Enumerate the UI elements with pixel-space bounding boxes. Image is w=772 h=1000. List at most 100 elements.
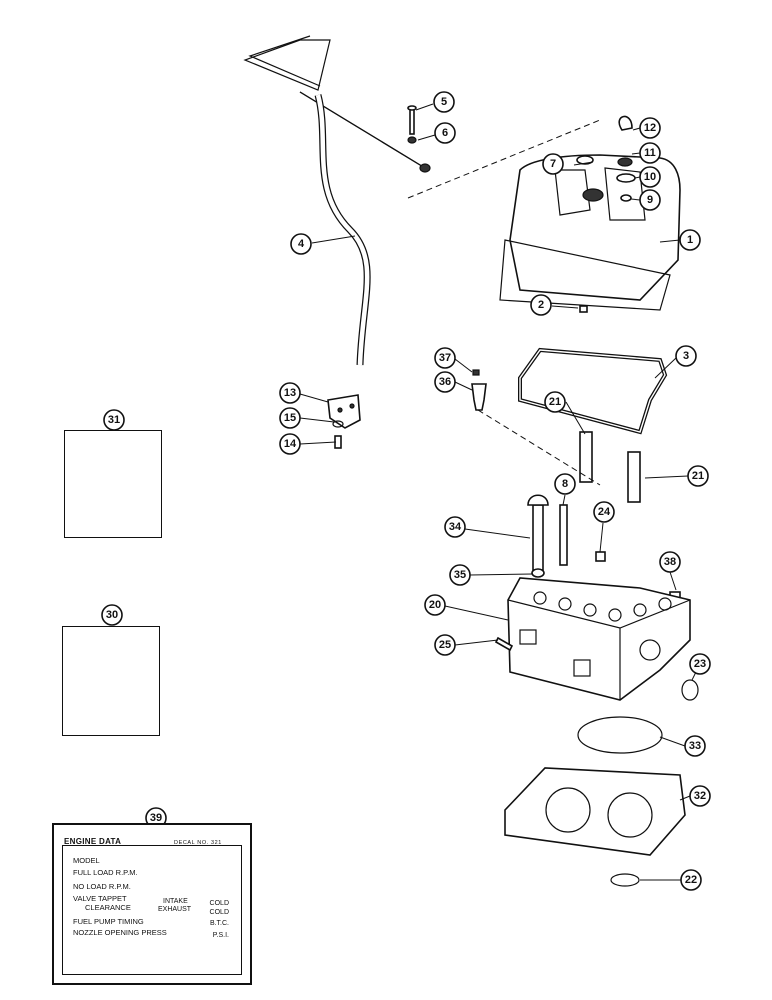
nut-24 (595, 551, 606, 562)
svg-text:31: 31 (108, 414, 120, 426)
callout-32: 32 (689, 785, 711, 807)
ring-22 (610, 873, 640, 887)
callout-21b: 21 (687, 465, 709, 487)
sleeve-21a (579, 431, 593, 483)
callout-35: 35 (449, 564, 471, 586)
svg-text:15: 15 (284, 412, 296, 424)
callout-13: 13 (279, 382, 301, 404)
callout-24: 24 (593, 501, 615, 523)
decal-cold-1: COLD (209, 900, 229, 907)
decal-title: ENGINE DATA (64, 837, 122, 846)
svg-text:21: 21 (549, 396, 561, 408)
seal-9 (620, 194, 632, 202)
washer-35 (531, 568, 545, 578)
nut-11 (617, 157, 633, 167)
callout-30: 30 (101, 604, 123, 626)
svg-text:39: 39 (150, 812, 162, 824)
decal-inner-frame: MODEL FULL LOAD R.P.M. NO LOAD R.P.M. VA… (62, 845, 242, 975)
decal-cold-2: COLD (209, 909, 229, 916)
stud-8 (559, 504, 568, 566)
callout-11: 11 (639, 142, 661, 164)
svg-text:1: 1 (687, 234, 693, 246)
svg-text:8: 8 (562, 478, 568, 490)
callout-36: 36 (434, 371, 456, 393)
decal-number: DECAL NO. 321 (174, 840, 222, 846)
o-ring-33 (577, 716, 663, 754)
callout-4: 4 (290, 233, 312, 255)
callout-37: 37 (434, 347, 456, 369)
dashed-guide-1 (407, 119, 601, 199)
dashed-guide-2 (477, 409, 601, 486)
svg-text:23: 23 (694, 658, 706, 670)
svg-text:24: 24 (598, 506, 611, 518)
bracket-assembly (327, 394, 361, 449)
svg-text:21: 21 (692, 470, 704, 482)
callout-1: 1 (679, 229, 701, 251)
lift-ring-12 (618, 115, 633, 131)
svg-text:38: 38 (664, 556, 676, 568)
svg-text:37: 37 (439, 352, 451, 364)
callout-20: 20 (424, 594, 446, 616)
decal-fuel-pump: FUEL PUMP TIMING (73, 917, 144, 926)
svg-text:9: 9 (647, 194, 653, 206)
washer-7 (576, 155, 594, 165)
svg-text:25: 25 (439, 639, 451, 651)
svg-text:33: 33 (689, 740, 701, 752)
kit-box-30 (62, 626, 160, 736)
callout-15: 15 (279, 407, 301, 429)
callout-31: 31 (103, 409, 125, 431)
decal-intake: INTAKE (163, 898, 188, 905)
svg-text:11: 11 (644, 147, 656, 159)
callout-25: 25 (434, 634, 456, 656)
svg-text:5: 5 (441, 96, 447, 108)
valve-cover-gasket (518, 347, 668, 435)
decal-clearance: CLEARANCE (85, 903, 131, 912)
callout-8: 8 (554, 473, 576, 495)
callout-2: 2 (530, 294, 552, 316)
engine-data-decal: ENGINE DATA DECAL NO. 321 MODEL FULL LOA… (52, 823, 252, 985)
svg-text:4: 4 (298, 238, 305, 250)
svg-text:14: 14 (284, 438, 297, 450)
decal-nozzle: NOZZLE OPENING PRESS (73, 928, 167, 937)
decal-model: MODEL (73, 856, 100, 865)
svg-text:12: 12 (644, 122, 656, 134)
svg-text:6: 6 (442, 127, 448, 139)
svg-text:22: 22 (685, 874, 697, 886)
seal-23 (681, 679, 699, 701)
washer-10 (616, 173, 636, 183)
decal-valve-tappet: VALVE TAPPET (73, 894, 127, 903)
svg-text:2: 2 (538, 299, 544, 311)
svg-text:32: 32 (694, 790, 706, 802)
decal-psi: P.S.I. (212, 932, 229, 939)
callout-23: 23 (689, 653, 711, 675)
dipstick-tube (243, 35, 431, 366)
svg-text:20: 20 (429, 599, 441, 611)
svg-text:36: 36 (439, 376, 451, 388)
svg-text:3: 3 (683, 350, 689, 362)
bolt-head-34 (527, 494, 549, 506)
decal-btc: B.T.C. (209, 920, 229, 927)
callout-5: 5 (433, 91, 455, 113)
callout-6: 6 (434, 122, 456, 144)
svg-text:30: 30 (106, 609, 118, 621)
callout-34: 34 (444, 516, 466, 538)
nozzle-36 (471, 383, 487, 411)
callout-14: 14 (279, 433, 301, 455)
decal-no-load: NO LOAD R.P.M. (73, 882, 131, 891)
bolt-and-washer (407, 105, 417, 144)
callout-38: 38 (659, 551, 681, 573)
callout-33: 33 (684, 735, 706, 757)
nut-2 (579, 305, 588, 313)
callout-22: 22 (680, 869, 702, 891)
svg-text:35: 35 (454, 569, 466, 581)
bolt-34 (532, 504, 544, 571)
decal-full-load: FULL LOAD R.P.M. (73, 868, 138, 877)
head-gasket (504, 767, 686, 856)
stud-25 (494, 636, 514, 652)
callout-12: 12 (639, 117, 661, 139)
callout-10: 10 (639, 166, 661, 188)
svg-text:7: 7 (550, 158, 556, 170)
sleeve-21b (627, 451, 641, 503)
